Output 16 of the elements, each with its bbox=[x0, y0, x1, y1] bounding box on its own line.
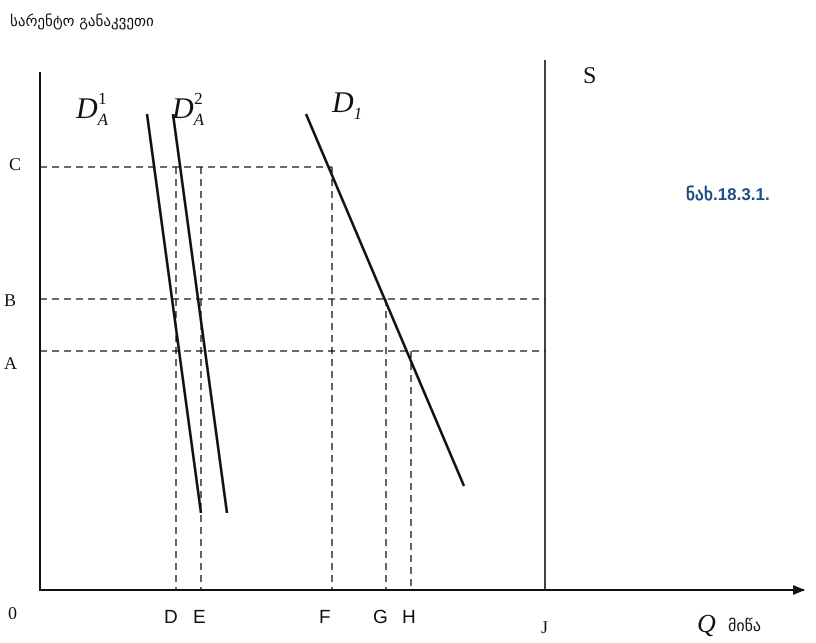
axis-tick-label: B bbox=[4, 291, 16, 309]
figure-caption: ნახ.18.3.1. bbox=[686, 186, 770, 203]
curve-label: D$_{1}$ bbox=[332, 88, 362, 122]
axis-tick-label: H bbox=[402, 608, 416, 627]
axis-tick-label: E bbox=[193, 608, 206, 627]
axis-tick-label: F bbox=[319, 608, 331, 627]
axis-title: მიწა bbox=[728, 618, 762, 634]
axis-tick-label: 0 bbox=[8, 604, 17, 622]
axis-title: სარენტო განაკვეთი bbox=[10, 14, 154, 29]
axis-tick-label: A bbox=[4, 354, 17, 372]
axis-title: Q bbox=[697, 611, 716, 637]
axis-tick-label: C bbox=[9, 155, 22, 173]
axis-tick-label: G bbox=[373, 608, 388, 627]
axis-tick-label: D bbox=[164, 608, 178, 627]
curve-label: S bbox=[583, 64, 596, 88]
axis-tick-label: J bbox=[541, 618, 548, 636]
